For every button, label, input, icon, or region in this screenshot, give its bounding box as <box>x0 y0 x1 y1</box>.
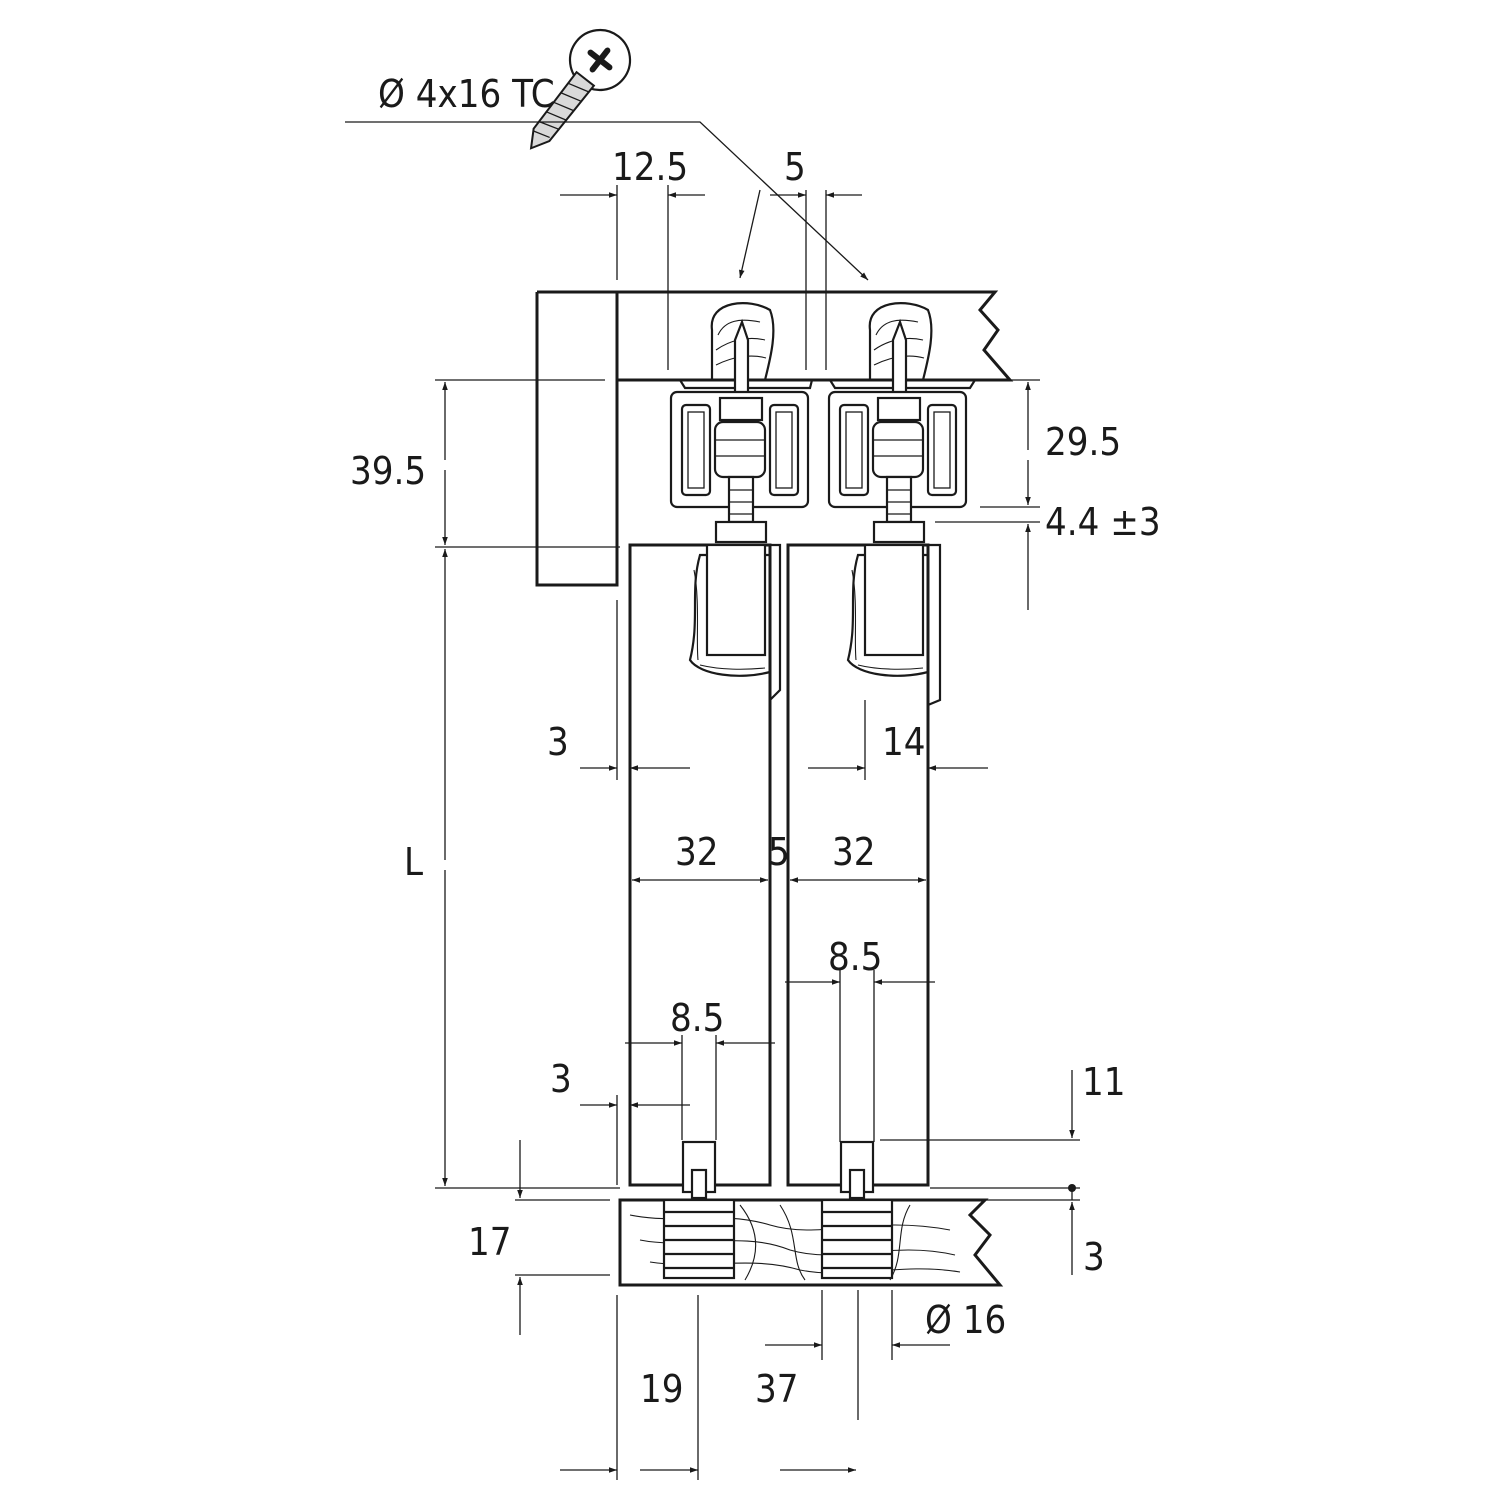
dim-32-left: 32 <box>675 830 719 874</box>
dim-32-right: 32 <box>832 830 876 874</box>
top-carriage-left <box>669 390 810 544</box>
dim-L: L <box>404 840 423 884</box>
dim-3-upper: 3 <box>547 720 569 764</box>
top-wood-inserts <box>710 302 933 398</box>
screw-icon <box>529 28 632 150</box>
bottom-guide-left <box>681 1140 717 1200</box>
dimension-lines <box>345 121 1080 1480</box>
dim-39-5: 39.5 <box>350 449 426 493</box>
dim-3-lower: 3 <box>550 1057 572 1101</box>
dim-3-right: 3 <box>1083 1235 1105 1279</box>
dim-37: 37 <box>755 1367 799 1411</box>
door-panel-right <box>786 543 942 1187</box>
dim-8-5-left: 8.5 <box>670 996 724 1040</box>
dim-5-top: 5 <box>784 145 806 189</box>
bottom-guide-right <box>839 1140 875 1200</box>
bottom-board <box>618 1198 1004 1287</box>
dim-8-5-right: 8.5 <box>828 935 882 979</box>
dim-29-5: 29.5 <box>1045 420 1121 464</box>
dim-12-5: 12.5 <box>612 145 688 189</box>
door-panel-left <box>628 543 782 1187</box>
dimension-labels: Ø 4x16 TC 12.5 5 39.5 29.5 4.4 ±3 3 14 3… <box>350 72 1161 1411</box>
dim-19: 19 <box>640 1367 684 1411</box>
dim-5-mid: 5 <box>768 830 790 874</box>
dim-11: 11 <box>1082 1060 1126 1104</box>
top-carriage-right <box>827 390 968 544</box>
screw-spec-label: Ø 4x16 TC <box>378 72 555 116</box>
dim-4-4: 4.4 ±3 <box>1045 500 1161 544</box>
dim-17: 17 <box>468 1220 512 1264</box>
dim-14: 14 <box>882 720 926 764</box>
dim-16: Ø 16 <box>925 1298 1006 1342</box>
